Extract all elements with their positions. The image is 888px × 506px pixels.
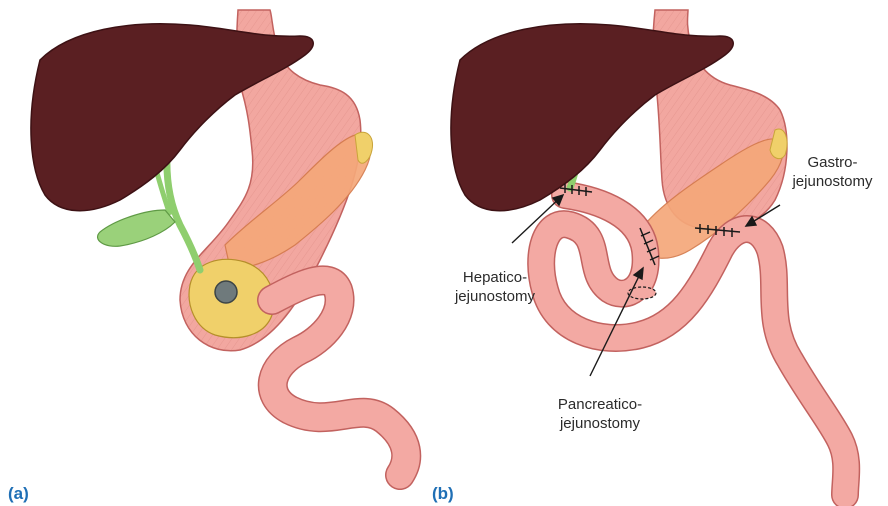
panel-a-illustration <box>31 10 406 475</box>
callout-gastro-jejunostomy: Gastro- jejunostomy <box>780 153 885 191</box>
panel-a-gallbladder <box>98 210 175 246</box>
callout-pancreatico-line-2: jejunostomy <box>545 414 655 433</box>
panel-a-tumor <box>215 281 237 303</box>
callout-hepatico-jejunostomy: Hepatico- jejunostomy <box>440 268 550 306</box>
callout-gastro-line-2: jejunostomy <box>780 172 885 191</box>
callout-hepatico-line-2: jejunostomy <box>440 287 550 306</box>
callout-gastro-line-1: Gastro- <box>780 153 885 172</box>
panel-a-label: (a) <box>8 484 29 504</box>
panel-b-label: (b) <box>432 484 454 504</box>
callout-pancreatico-jejunostomy: Pancreatico- jejunostomy <box>545 395 655 433</box>
callout-pancreatico-line-1: Pancreatico- <box>545 395 655 414</box>
callout-hepatico-line-1: Hepatico- <box>440 268 550 287</box>
